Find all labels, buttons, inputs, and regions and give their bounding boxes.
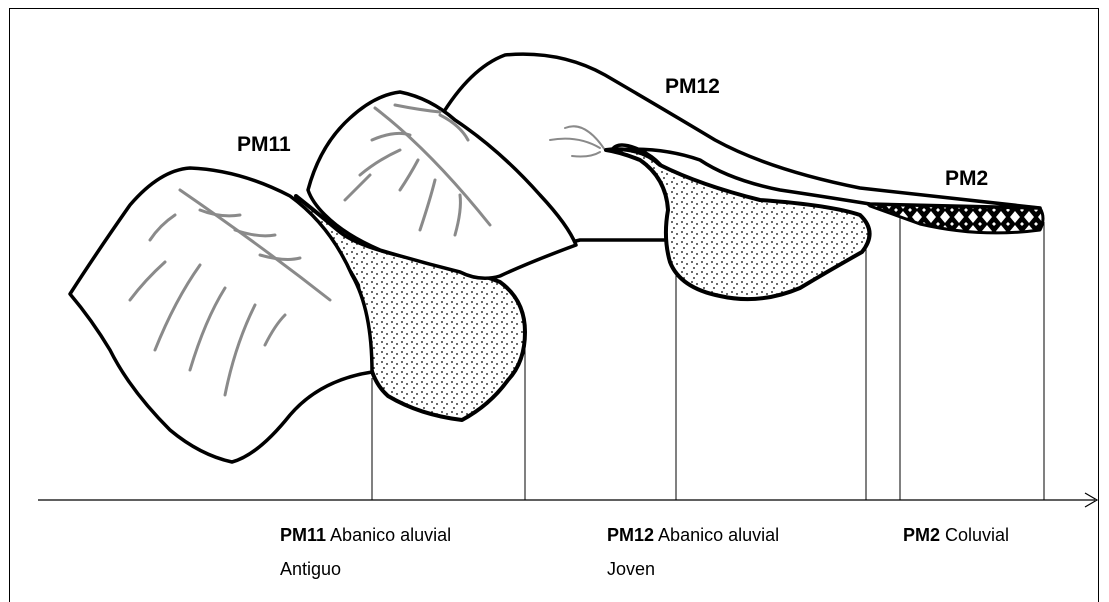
caption-pm2: PM2 Coluvial — [903, 518, 1009, 552]
caption-pm12: PM12 Abanico aluvial Joven — [607, 518, 779, 586]
caption-pm12-code: PM12 — [607, 525, 654, 545]
caption-pm12-desc1: Abanico aluvial — [658, 525, 779, 545]
label-pm2: PM2 — [945, 167, 988, 190]
caption-pm11-desc2: Antiguo — [280, 552, 451, 586]
caption-pm11: PM11 Abanico aluvial Antiguo — [280, 518, 451, 586]
horizontal-axis — [38, 493, 1097, 507]
label-pm12: PM12 — [665, 75, 720, 98]
label-pm11: PM11 — [237, 133, 291, 156]
caption-pm11-code: PM11 — [280, 525, 326, 545]
caption-pm2-desc1: Coluvial — [945, 525, 1009, 545]
caption-pm11-desc1: Abanico aluvial — [330, 525, 451, 545]
caption-pm2-code: PM2 — [903, 525, 940, 545]
caption-pm12-desc2: Joven — [607, 552, 779, 586]
